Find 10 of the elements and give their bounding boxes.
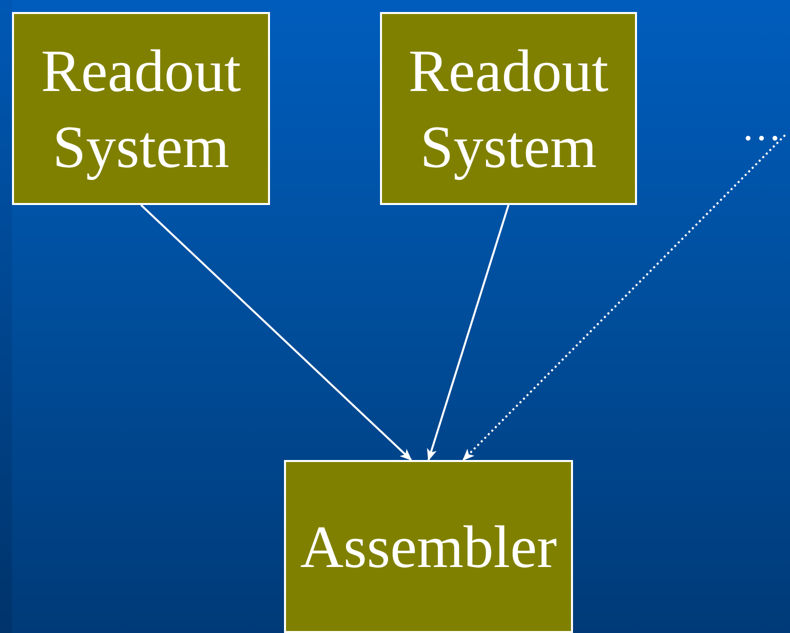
process-box (12, 12, 270, 205)
process-box (284, 460, 573, 633)
box-label: Assembler (300, 512, 557, 582)
arrow (427, 204, 510, 461)
arrow (140, 204, 412, 461)
process-box (380, 12, 637, 205)
ellipsis-text: … (742, 107, 784, 147)
box-label: Readout System (40, 36, 242, 182)
arrow (462, 134, 786, 461)
box-label: Readout System (408, 36, 610, 182)
